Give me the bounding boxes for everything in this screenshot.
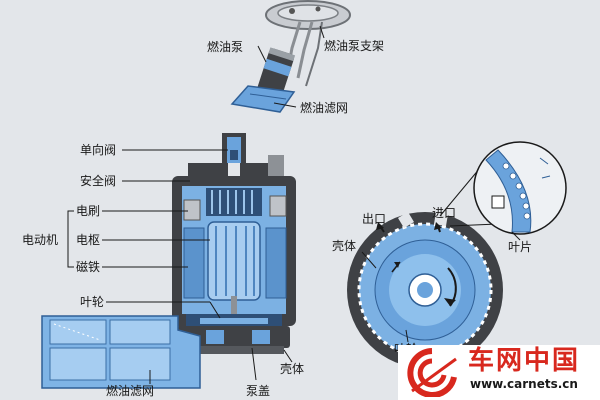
label-magnet: 磁铁: [76, 260, 101, 274]
bottom-filter: [41, 315, 201, 389]
label-inlet: 进口: [432, 206, 457, 220]
carnets-logo-icon: [407, 348, 457, 397]
leader-lines: [67, 25, 521, 384]
label-impeller-left: 叶轮: [80, 295, 105, 309]
label-safety-valve: 安全阀: [80, 174, 117, 188]
blade-detail: [473, 141, 567, 235]
watermark-url: www.carnets.cn: [470, 377, 578, 391]
impeller-section: [347, 167, 503, 368]
watermark-panel: [398, 345, 600, 400]
label-filter-bottom: 燃油滤网: [106, 384, 155, 398]
label-filter-top: 燃油滤网: [300, 101, 349, 115]
label-pump-cover: 泵盖: [246, 384, 271, 398]
label-motor: 电动机: [22, 233, 59, 247]
pump-cross-section: [172, 133, 296, 354]
label-armature: 电枢: [76, 233, 101, 247]
label-housing-left: 壳体: [280, 362, 305, 376]
watermark-title: 车网中国: [468, 346, 581, 376]
label-check-valve: 单向阀: [80, 143, 117, 157]
label-housing-right: 壳体: [332, 239, 357, 253]
label-fuel-pump: 燃油泵: [207, 40, 244, 54]
label-brush: 电刷: [76, 204, 101, 218]
label-pump-bracket: 燃油泵支架: [324, 39, 385, 53]
label-outlet: 出口: [362, 212, 387, 226]
label-blade: 叶片: [508, 240, 533, 254]
pump-assembly: [230, 0, 351, 113]
